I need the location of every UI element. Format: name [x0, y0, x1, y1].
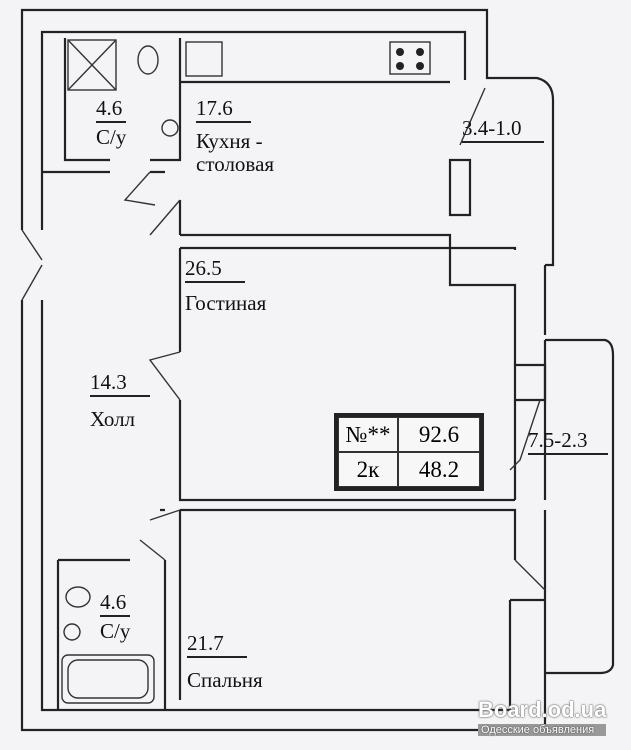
room-area: 4.6 [100, 592, 131, 617]
sink-icon [63, 623, 81, 641]
room-name: Холл [90, 407, 136, 431]
room-balcony-right: 7.5-2.3 [528, 430, 608, 455]
toilet-icon [137, 45, 159, 75]
room-area: 4.6 [96, 98, 127, 123]
total-area: 92.6 [398, 417, 480, 452]
room-count: 2к [338, 452, 398, 487]
stove-icon [389, 41, 431, 75]
shower-icon [67, 39, 117, 91]
interior-walls [42, 38, 547, 710]
room-area: 14.3 [90, 372, 150, 397]
room-area: 17.6 [196, 98, 251, 123]
apartment-number: №** [338, 417, 398, 452]
watermark-subtitle: Одесские объявления [478, 724, 607, 736]
outer-walls [20, 8, 615, 732]
room-area: 21.7 [187, 633, 247, 658]
room-name: Кухня - [196, 129, 263, 153]
room-name: Спальня [187, 668, 263, 692]
room-balcony-top: 3.4-1.0 [462, 118, 544, 143]
bathtub-icon [61, 654, 155, 704]
room-area: 3.4-1.0 [462, 118, 544, 143]
toilet-icon [65, 586, 91, 608]
summary-table: №** 92.6 2к 48.2 [334, 413, 484, 491]
living-area: 48.2 [398, 452, 480, 487]
room-area: 26.5 [185, 258, 245, 283]
room-name: С/у [100, 619, 131, 643]
room-name: С/у [96, 125, 127, 149]
room-name: столовая [196, 152, 275, 176]
room-area: 7.5-2.3 [528, 430, 608, 455]
sink-icon [161, 119, 179, 137]
watermark-site: Board.od.ua [478, 697, 607, 722]
watermark: Board.od.ua Одесские объявления [478, 697, 607, 736]
door-swings [21, 87, 546, 591]
room-name: Гостиная [185, 291, 267, 315]
kitchen-sink-icon [185, 41, 223, 77]
fixtures [61, 39, 431, 704]
